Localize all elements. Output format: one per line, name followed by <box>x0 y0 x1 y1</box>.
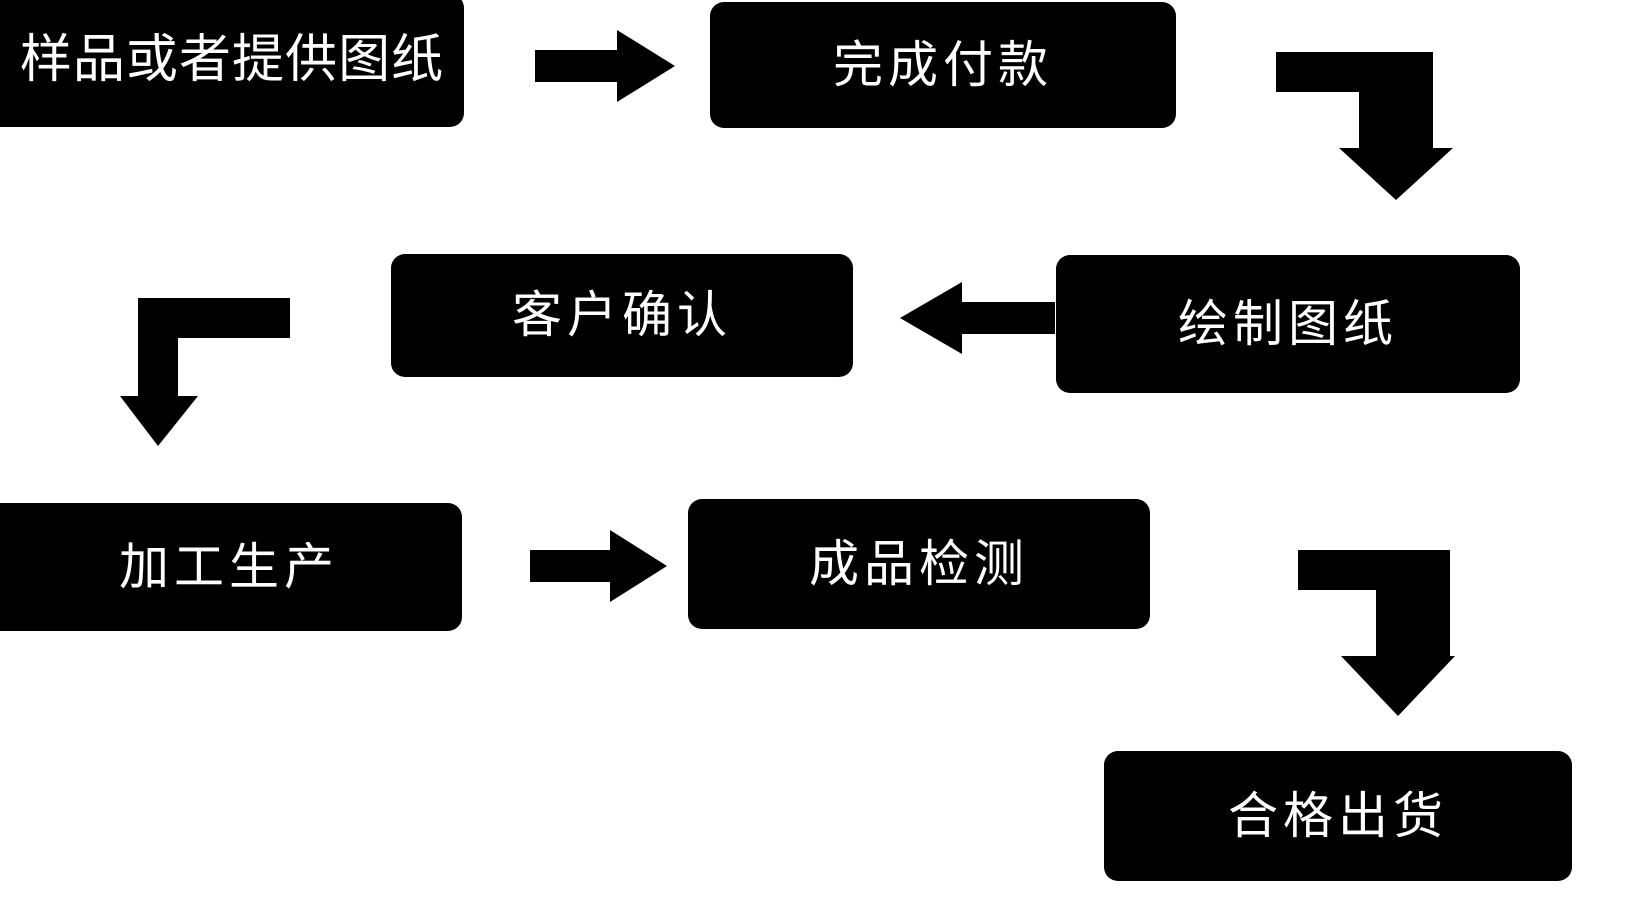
flow-node-finished-inspection[interactable]: 成品检测 <box>688 499 1150 629</box>
arrow-inspection-to-shipment-icon <box>1240 538 1455 716</box>
flow-node-label: 样品或者提供图纸 <box>19 30 445 89</box>
flow-node-complete-payment[interactable]: 完成付款 <box>710 2 1176 128</box>
flow-node-customer-confirm[interactable]: 客户确认 <box>391 254 853 377</box>
flow-node-label: 完成付款 <box>833 36 1053 93</box>
arrow-sample-to-payment-icon <box>535 30 675 102</box>
flow-node-processing-production[interactable]: 加工生产 <box>0 503 462 631</box>
flow-node-sample-or-drawing[interactable]: 样品或者提供图纸 <box>0 0 464 127</box>
arrow-payment-to-drawing-icon <box>1228 40 1453 200</box>
flow-node-draw-drawing[interactable]: 绘制图纸 <box>1056 255 1520 393</box>
flow-node-label: 合格出货 <box>1228 787 1448 844</box>
flow-node-label: 客户确认 <box>512 287 732 343</box>
arrow-drawing-to-confirm-icon <box>900 282 1055 354</box>
flow-node-qualified-shipment[interactable]: 合格出货 <box>1104 751 1572 881</box>
flow-node-label: 成品检测 <box>809 535 1029 592</box>
arrow-confirm-to-production-icon <box>120 288 295 446</box>
arrow-production-to-inspection-icon <box>530 530 667 602</box>
flow-node-label: 绘制图纸 <box>1178 295 1398 352</box>
flow-node-label: 加工生产 <box>119 538 339 595</box>
